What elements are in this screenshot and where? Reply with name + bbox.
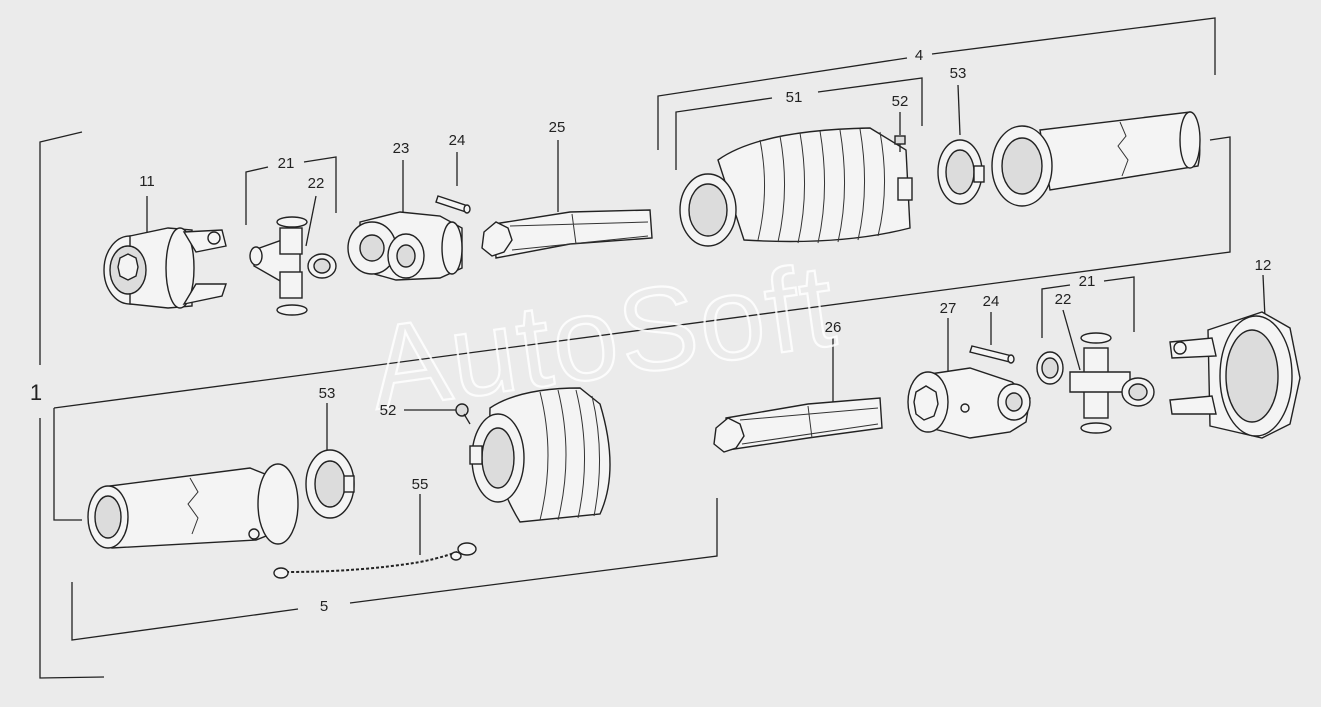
callout-1: 1 bbox=[30, 380, 42, 405]
callout-22-bottom: 22 bbox=[1055, 291, 1072, 308]
separator-diagonal bbox=[53, 136, 1231, 409]
part-12-yoke-clamp[interactable] bbox=[1169, 311, 1301, 439]
part-22-cross-joint-top[interactable] bbox=[249, 216, 337, 316]
bracket-21-top-left bbox=[245, 166, 269, 225]
leader-22-bottom bbox=[1062, 309, 1081, 371]
callout-21-top: 21 bbox=[278, 155, 295, 172]
bracket-21-bottom-left bbox=[1041, 284, 1071, 338]
bracket-group-5-right bbox=[349, 498, 718, 604]
separator-left bbox=[53, 408, 82, 521]
bracket-21-top-right bbox=[303, 156, 337, 213]
callout-22-top: 22 bbox=[308, 175, 325, 192]
callout-27: 27 bbox=[940, 300, 957, 317]
part-55-safety-chain[interactable] bbox=[273, 542, 477, 579]
bracket-group-1-top bbox=[39, 131, 83, 365]
bracket-51-left bbox=[675, 97, 773, 170]
leader-22-top bbox=[305, 195, 317, 247]
leader-12 bbox=[1262, 274, 1266, 319]
part-53-bearing-ring-top[interactable] bbox=[937, 139, 985, 205]
bracket-group-4-right bbox=[931, 17, 1216, 75]
part-51-guard-cone-top[interactable] bbox=[679, 127, 913, 247]
callout-25: 25 bbox=[549, 119, 566, 136]
part-25-profile-tube-inner[interactable] bbox=[481, 209, 653, 259]
callout-53-bottom: 53 bbox=[319, 385, 336, 402]
part-53-bearing-ring-bottom[interactable] bbox=[305, 449, 355, 519]
part-11-yoke-clamp[interactable] bbox=[103, 227, 227, 309]
bracket-group-1-bottom bbox=[39, 418, 105, 679]
part-22-cross-joint-bottom[interactable] bbox=[1036, 332, 1155, 434]
callout-24-bottom: 24 bbox=[983, 293, 1000, 310]
bracket-51-right bbox=[817, 77, 923, 126]
callout-21-bottom: 21 bbox=[1079, 273, 1096, 290]
callout-52-top: 52 bbox=[892, 93, 909, 110]
bracket-21-bottom-right bbox=[1103, 276, 1135, 332]
bracket-group-5-left bbox=[71, 582, 299, 641]
leader-53-top bbox=[957, 84, 961, 136]
part-24-pin-bottom[interactable] bbox=[969, 345, 1015, 364]
leader-lines bbox=[146, 84, 1266, 555]
callout-4: 4 bbox=[915, 47, 923, 64]
bracket-lines bbox=[39, 17, 1231, 679]
callout-51: 51 bbox=[786, 89, 803, 106]
callout-52-bottom: 52 bbox=[380, 402, 397, 419]
callout-5: 5 bbox=[320, 598, 328, 615]
callout-12: 12 bbox=[1255, 257, 1272, 274]
part-24-pin-top[interactable] bbox=[435, 195, 471, 214]
part-23-inner-yoke[interactable] bbox=[347, 211, 463, 281]
bracket-group-4-left bbox=[657, 57, 908, 150]
part-5-outer-tube-guard[interactable] bbox=[87, 463, 299, 549]
callout-24-top: 24 bbox=[449, 132, 466, 149]
callout-labels: 1 4 5 11 12 21 21 22 22 23 24 24 25 26 2… bbox=[30, 47, 1271, 615]
callout-55: 55 bbox=[412, 476, 429, 493]
callout-23: 23 bbox=[393, 140, 410, 157]
part-52-screw-top[interactable] bbox=[894, 135, 906, 152]
part-5-guard-cone-bottom[interactable] bbox=[469, 387, 611, 523]
callout-53-top: 53 bbox=[950, 65, 967, 82]
callout-26: 26 bbox=[825, 319, 842, 336]
part-26-profile-tube-outer[interactable] bbox=[713, 397, 883, 453]
callout-11: 11 bbox=[139, 173, 155, 190]
part-27-inner-yoke[interactable] bbox=[907, 367, 1031, 439]
part-4-outer-tube-guard[interactable] bbox=[991, 111, 1201, 207]
part-52-screw-bottom[interactable] bbox=[455, 403, 471, 425]
